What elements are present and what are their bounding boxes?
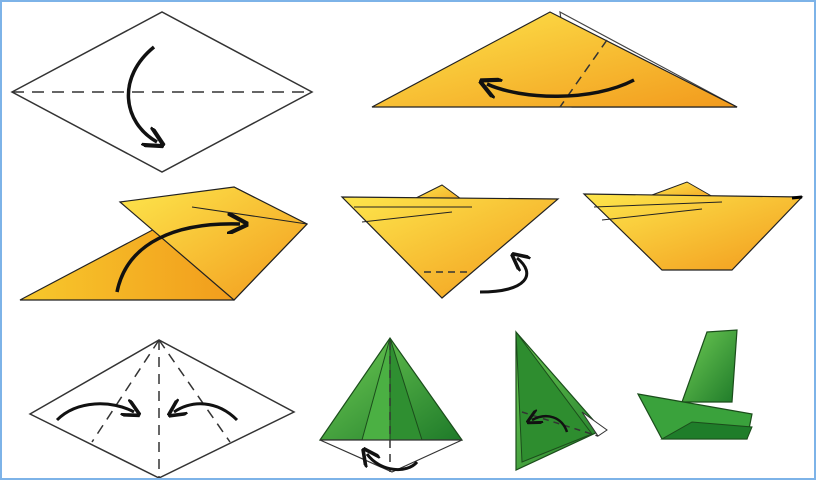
step-stem-creases xyxy=(30,340,294,478)
step-yellow-triangle xyxy=(372,12,737,107)
step-finished-stem xyxy=(638,330,752,439)
step-green-half xyxy=(516,332,607,470)
step-corner-up xyxy=(20,187,307,300)
step-white-square xyxy=(12,12,312,172)
step-inverted-triangle xyxy=(342,185,558,298)
fold-arrow-icon xyxy=(480,258,527,292)
step-green-kite xyxy=(320,338,462,472)
step-finished-blossom xyxy=(584,182,802,270)
